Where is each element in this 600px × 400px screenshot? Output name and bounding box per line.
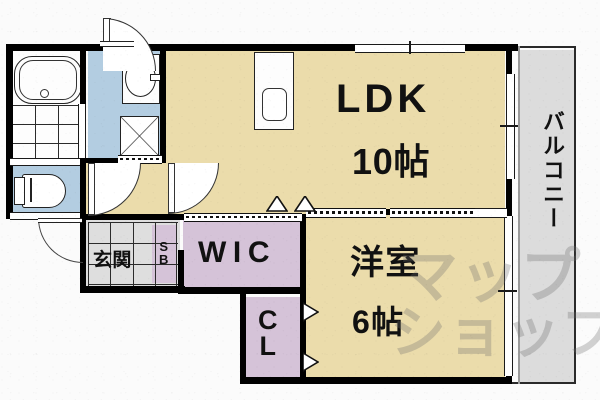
ldk-size-label: 10帖: [352, 141, 431, 182]
bedroom-upper-window: [475, 208, 507, 218]
bedroom-sliding-marker-left2: [302, 351, 320, 377]
wic-label: WIC: [198, 236, 277, 269]
shoe-box-label: S B: [156, 240, 172, 267]
wall-toilet-right: [80, 159, 86, 219]
wall-top-outer: [6, 44, 518, 51]
ldk-label: LDK: [336, 77, 431, 121]
shoe-box-label-line1: S: [159, 239, 169, 254]
wall-hall-bottom: [86, 214, 182, 220]
wall-left-upper: [6, 44, 13, 218]
washroom-door-leaf: [88, 163, 95, 215]
balcony-floor-fill: [518, 50, 576, 383]
wall-ldk-right: [506, 44, 512, 75]
genkan-entry-swing-arc: [38, 218, 83, 263]
bedroom-label: 洋室: [350, 244, 421, 282]
triangle-right-icon: [302, 351, 320, 373]
triangle-up-icon: [293, 194, 317, 212]
wall-genkan-bottom: [80, 286, 185, 293]
bathtub-drain-icon: [40, 89, 49, 98]
wall-cl-bottom: [240, 377, 306, 384]
bath-tile-grid: [12, 105, 82, 163]
balcony-label: バルコニー: [540, 110, 565, 231]
genkan-entry-leaf: [38, 218, 82, 223]
bedroom-sliding-marker-left1: [302, 301, 320, 327]
genkan-tile-grid: [88, 222, 178, 286]
ldk-window-mullion: [409, 41, 411, 54]
ldk-sliding-marker: [265, 194, 289, 217]
toilet: [22, 174, 66, 208]
genkan-label: 玄関: [93, 250, 132, 271]
wall-genkan-left: [80, 214, 86, 292]
wall-ldk-right-lower: [506, 178, 512, 216]
ldk-door-leaf: [168, 163, 175, 213]
toilet-divider: [30, 178, 32, 202]
bedroom-upper-band-right: [390, 208, 475, 218]
ldk-balcony-door-mullion: [500, 125, 519, 127]
triangle-up-icon: [265, 194, 289, 212]
balcony-rail-bottom: [512, 382, 576, 384]
balcony-rail-inner: [518, 46, 520, 384]
wall-wic-right: [300, 214, 306, 294]
bedroom-floor-fill: [302, 215, 505, 383]
bedroom-balcony-sliding-door: [504, 216, 513, 376]
bedroom-upper-band-left: [306, 208, 386, 218]
wall-ldk-stub: [160, 44, 166, 54]
wall-washroom-right: [160, 44, 166, 163]
toilet-tank: [14, 177, 25, 205]
bath-sliding-door: [78, 104, 86, 158]
bedroom-balcony-door-mullion: [498, 290, 517, 292]
kitchen-sink: [262, 88, 287, 121]
wall-cl-left: [240, 290, 246, 384]
cl-floor-fill: [245, 297, 302, 380]
entry-door-threshold: [100, 41, 134, 47]
bath-entry-track: [10, 158, 80, 166]
balcony-rail-top: [518, 46, 576, 48]
bathtub-inner: [19, 60, 77, 100]
wall-genkan-right: [178, 250, 184, 293]
hall-wic-band: [184, 213, 302, 222]
bedroom-sliding-marker-top: [293, 194, 317, 217]
washing-machine-space: [120, 116, 159, 156]
wall-bedroom-left: [300, 290, 306, 384]
bedroom-size-label: 6帖: [352, 304, 405, 340]
triangle-right-icon: [302, 301, 320, 323]
shoe-box-label-line2: B: [159, 252, 169, 268]
wall-bedroom-bottom: [300, 377, 512, 384]
balcony-rail-right: [574, 46, 576, 384]
wic-floor-fill: [183, 220, 302, 288]
